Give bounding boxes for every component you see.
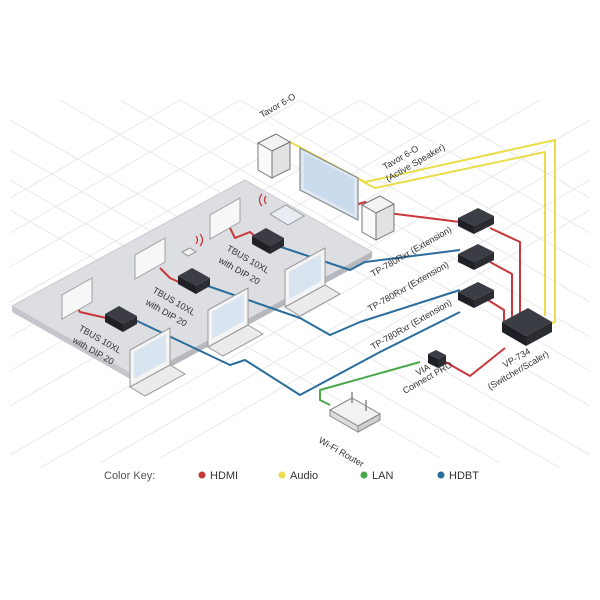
switcher-scaler-icon: [502, 308, 552, 346]
color-key-swatch-audio: [278, 471, 286, 479]
color-key-swatch-lan: [360, 471, 368, 479]
color-key-label-audio: Audio: [290, 470, 318, 482]
speaker-icon: [256, 133, 292, 179]
projection-screen-icon: [299, 147, 359, 221]
laptop-icon: [128, 327, 187, 397]
laptop-icon: [206, 287, 265, 357]
color-key-label-hdbt: HDBT: [449, 470, 479, 482]
wireless-signal-icon: [258, 193, 267, 207]
phone-icon: [181, 247, 197, 257]
table-connection-box-icon: [252, 228, 284, 254]
lan-cable: [319, 361, 421, 406]
laptop-icon: [134, 237, 166, 280]
label-wifi-router: Wi-Fi Router: [317, 435, 366, 469]
wireless-signal-icon: [195, 233, 204, 247]
receiver-box-icon: [458, 208, 494, 234]
laptop-icon: [209, 197, 241, 240]
hdbt-cable-tbus-b: [204, 284, 461, 336]
table-connection-box-icon: [178, 268, 210, 294]
receiver-box-icon: [458, 244, 494, 270]
color-key: Color Key: HDMI Audio LAN HDBT: [104, 470, 479, 482]
hdmi-cable-via-vp: [441, 347, 506, 377]
hdmi-cable-rx3-vp: [487, 299, 505, 322]
hdbt-cable-tbus-c: [134, 311, 461, 396]
tablet-icon: [269, 204, 305, 226]
color-key-swatch-hdbt: [437, 471, 445, 479]
table-connection-box-icon: [105, 306, 137, 332]
hdmi-cable-rx2-vp: [489, 261, 513, 320]
receiver-box-icon: [458, 282, 494, 308]
color-key-title: Color Key:: [104, 470, 155, 482]
color-key-label-lan: LAN: [372, 470, 393, 482]
color-key-label-hdmi: HDMI: [210, 470, 238, 482]
color-key-swatch-hdmi: [198, 471, 206, 479]
via-box-icon: [428, 350, 446, 368]
laptop-icon: [61, 277, 93, 320]
wifi-router-icon: [328, 392, 382, 433]
hdmi-cable-rx1-vp: [489, 227, 521, 318]
speaker-icon: [360, 195, 396, 241]
laptop-icon: [283, 247, 342, 317]
